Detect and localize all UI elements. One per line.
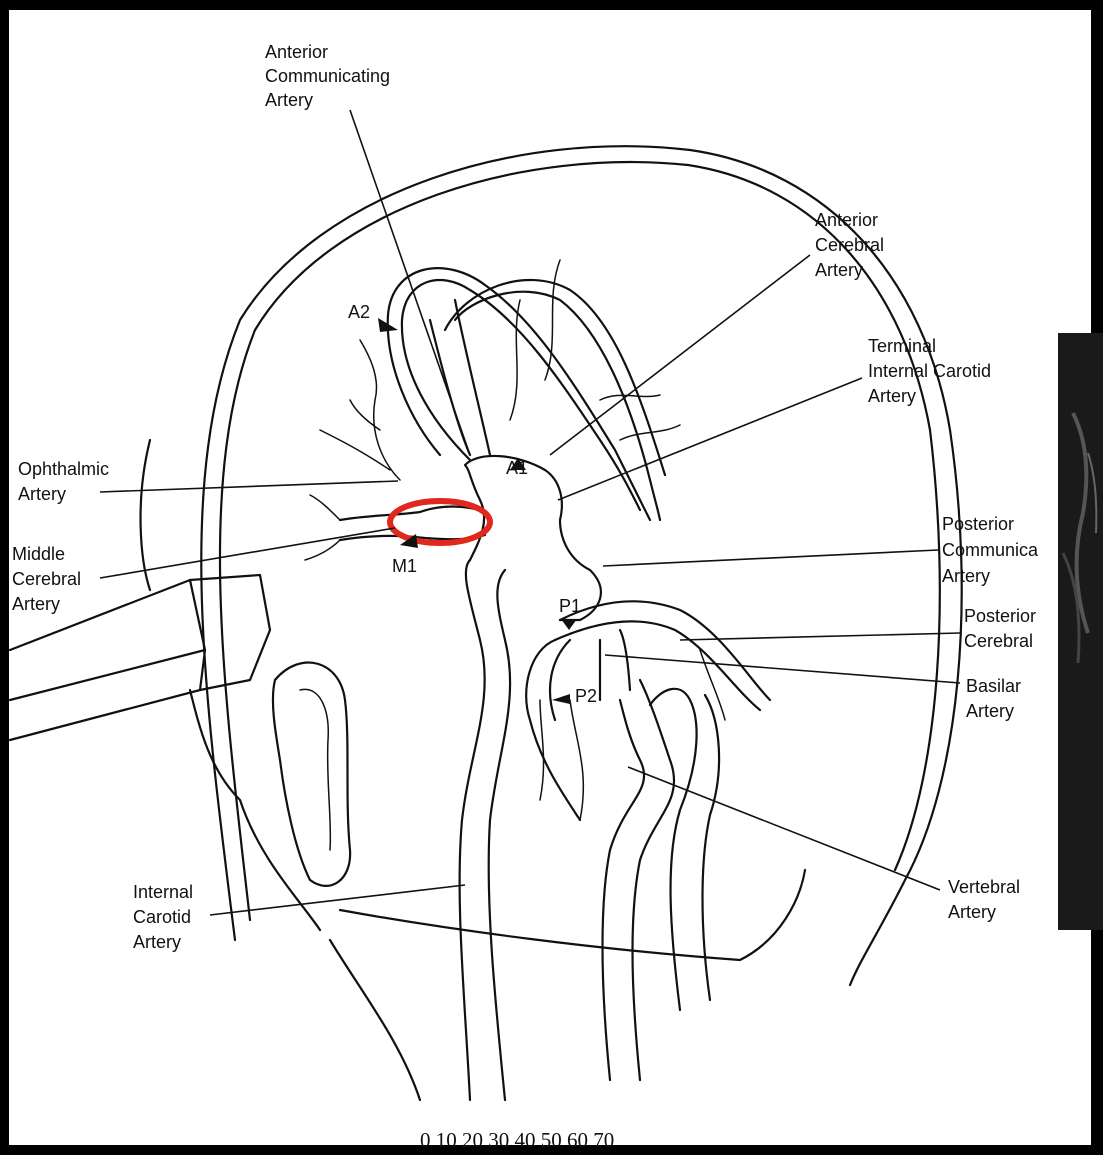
ear-inner [300, 689, 330, 850]
svg-text:Artery: Artery [815, 260, 863, 280]
middle-cerebral-artery [340, 506, 485, 540]
leader-posterior-cerebral [680, 633, 960, 640]
p2-branch [526, 640, 580, 820]
basilar-artery [600, 630, 630, 700]
segment-label-p2: P2 [575, 686, 597, 706]
segment-label-p1: P1 [559, 596, 581, 616]
svg-text:Artery: Artery [942, 566, 990, 586]
svg-text:Cerebral: Cerebral [12, 569, 81, 589]
label-basilar-artery: Basilar Artery [966, 676, 1021, 721]
label-middle-cerebral-artery: Middle Cerebral Artery [12, 544, 81, 614]
leader-middle-cerebral [100, 528, 395, 578]
label-posterior-cerebral-artery: Posterior Cerebral [964, 606, 1036, 651]
svg-text:Posterior: Posterior [964, 606, 1036, 626]
ear [273, 663, 350, 886]
svg-text:Cerebral: Cerebral [964, 631, 1033, 651]
ophthalmic-artery-branches [320, 340, 400, 480]
segment-label-m1: M1 [392, 556, 417, 576]
svg-text:Internal Carotid: Internal Carotid [868, 361, 991, 381]
svg-text:Artery: Artery [18, 484, 66, 504]
svg-text:Artery: Artery [868, 386, 916, 406]
svg-text:Anterior: Anterior [815, 210, 878, 230]
segment-label-a2: A2 [348, 302, 370, 322]
svg-text:Basilar: Basilar [966, 676, 1021, 696]
label-anterior-cerebral-artery: Anterior Cerebral Artery [815, 210, 884, 280]
mca-branches [305, 495, 340, 560]
svg-text:Internal: Internal [133, 882, 193, 902]
svg-text:Communicating: Communicating [265, 66, 390, 86]
label-terminal-internal-carotid-artery: Terminal Internal Carotid Artery [868, 336, 991, 406]
svg-text:Cerebral: Cerebral [815, 235, 884, 255]
label-vertebral-artery: Vertebral Artery [948, 877, 1020, 922]
arrow-p1 [561, 619, 577, 630]
svg-text:Artery: Artery [133, 932, 181, 952]
label-ophthalmic-artery: Ophthalmic Artery [18, 459, 109, 504]
leader-terminal-ica [558, 378, 862, 500]
vertebral-artery [603, 680, 675, 1080]
segment-label-a1: A1 [506, 458, 528, 478]
svg-text:Anterior: Anterior [265, 42, 328, 62]
svg-text:Artery: Artery [12, 594, 60, 614]
svg-text:Terminal: Terminal [868, 336, 936, 356]
svg-text:Carotid: Carotid [133, 907, 191, 927]
label-anterior-communicating-artery: Anterior Communicating Artery [265, 42, 390, 110]
svg-text:Communica: Communica [942, 540, 1039, 560]
label-internal-carotid-artery: Internal Carotid Artery [133, 882, 193, 952]
fine-vessels [510, 260, 725, 820]
vertebral-artery-2 [650, 689, 719, 1010]
leader-posterior-communicating [603, 550, 938, 566]
leader-basilar [605, 655, 960, 683]
svg-text:Middle: Middle [12, 544, 65, 564]
internal-carotid-artery [460, 560, 511, 1100]
svg-text:Posterior: Posterior [942, 514, 1014, 534]
leader-ophthalmic [100, 481, 398, 492]
svg-text:Ophthalmic: Ophthalmic [18, 459, 109, 479]
svg-text:Artery: Artery [966, 701, 1014, 721]
scale-numbers: 0 10 20 30 40 50 60 70 [420, 1128, 700, 1153]
a2-inner-vessels [430, 300, 490, 455]
svg-text:Artery: Artery [265, 90, 313, 110]
svg-text:Vertebral: Vertebral [948, 877, 1020, 897]
svg-text:Artery: Artery [948, 902, 996, 922]
label-posterior-communicating-artery: Posterior Communica Artery [942, 514, 1039, 586]
arrow-p2 [552, 694, 570, 704]
jaw-line [340, 870, 805, 960]
